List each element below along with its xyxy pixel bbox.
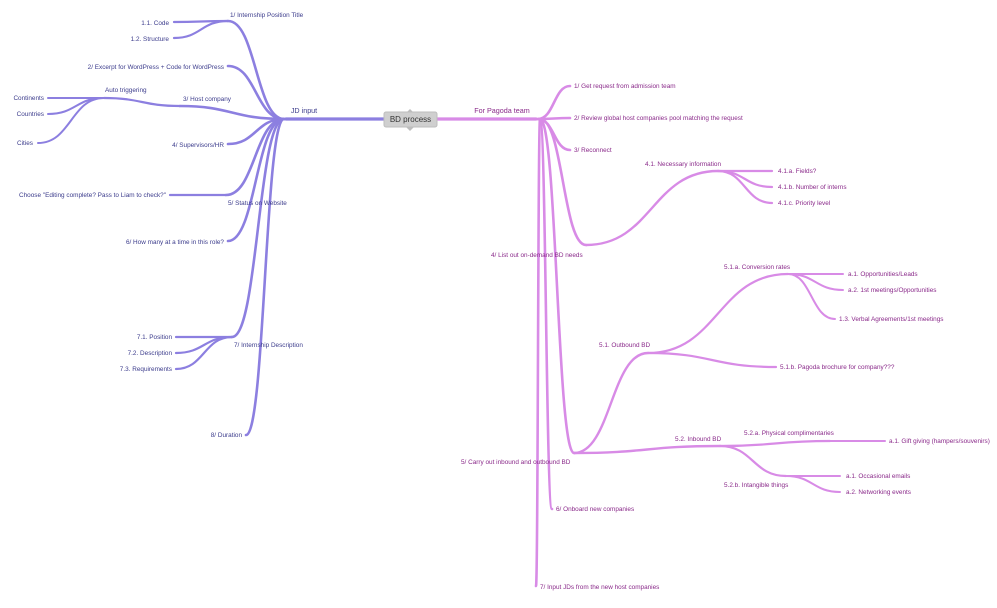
edge-auto-countries	[47, 97, 105, 115]
right-node-r4-1a[interactable]: 4.1.a. Fields?	[778, 168, 817, 175]
left-node-t7[interactable]: 7/ Internship Description	[234, 342, 303, 349]
right-node-r4-1c[interactable]: 4.1.c. Priority level	[778, 200, 830, 207]
right-node-r3[interactable]: 3/ Reconnect	[574, 147, 612, 154]
edge-jd-t7	[230, 117, 286, 339]
edge-pagoda-r7	[534, 117, 542, 588]
left-node-t7-1[interactable]: 7.1. Position	[137, 334, 173, 341]
right-node-r5-1b[interactable]: 5.1.b. Pagoda brochure for company???	[780, 364, 895, 371]
edge-t3-auto	[102, 96, 182, 108]
right-node-r4[interactable]: 4/ List out on-demand BD needs	[491, 252, 583, 259]
right-node-r1[interactable]: 1/ Get request from admission team	[574, 83, 676, 90]
edge-r5-r5-2	[572, 444, 722, 455]
left-node-t1-1[interactable]: 1.1. Code	[141, 20, 169, 27]
edge-r5-r5-1	[572, 351, 650, 455]
edge-r4-1-b	[716, 169, 774, 189]
edge-r5-1-b	[646, 351, 778, 369]
left-node-t3[interactable]: 3/ Host company	[183, 96, 232, 103]
left-node-t4[interactable]: 4/ Supervisors/HR	[172, 142, 224, 149]
edge-jd-t1	[226, 19, 286, 121]
right-node-r5-2b[interactable]: 5.2.b. Intangible things	[724, 482, 788, 489]
mind-map-edges	[37, 19, 886, 588]
left-node-t2[interactable]: 2/ Excerpt for WordPress + Code for Word…	[88, 64, 224, 71]
right-node-r5-1a-a1[interactable]: a.1. Opportunities/Leads	[848, 271, 918, 278]
right-node-r5[interactable]: 5/ Carry out inbound and outbound BD	[461, 459, 571, 466]
right-labels: For Pagoda team 1/ Get request from admi…	[461, 83, 990, 591]
edge-t7-2	[174, 335, 234, 355]
right-node-r2[interactable]: 2/ Review global host companies pool mat…	[574, 115, 743, 122]
right-node-r4-1b[interactable]: 4.1.b. Number of interns	[778, 184, 847, 191]
right-node-r5-1a-13[interactable]: 1.3. Verbal Agreements/1st meetings	[839, 316, 943, 323]
collapse-down-icon	[406, 127, 414, 131]
left-node-t1-2[interactable]: 1.2. Structure	[131, 36, 170, 43]
left-node-t5[interactable]: 5/ Status on Website	[228, 200, 287, 207]
edge-r4-1-c	[716, 169, 774, 205]
edge-auto-cities	[37, 97, 105, 144]
right-node-r5-2b-a1[interactable]: a.1. Occasional emails	[846, 473, 910, 480]
right-node-r5-2a[interactable]: 5.2.a. Physical complimentaries	[744, 430, 834, 437]
right-node-r4-1[interactable]: 4.1. Necessary information	[645, 161, 721, 168]
right-node-r5-2[interactable]: 5.2. Inbound BD	[675, 436, 722, 443]
edge-jd-t3	[178, 104, 286, 121]
left-node-t1[interactable]: 1/ Internship Position Title	[230, 12, 304, 19]
edge-r5-1-a	[646, 272, 790, 355]
left-node-t7-2[interactable]: 7.2. Description	[128, 350, 173, 357]
jd-input-node[interactable]: JD input	[291, 106, 317, 115]
left-node-t8[interactable]: 8/ Duration	[211, 432, 243, 439]
left-node-t6[interactable]: 6/ How many at a time in this role?	[126, 239, 224, 246]
right-node-r5-2a-a1[interactable]: a.1. Gift giving (hampers/souvenirs)	[889, 438, 990, 445]
left-node-t3-continents[interactable]: Continents	[13, 95, 44, 102]
left-node-t3-cities[interactable]: Cities	[17, 140, 33, 147]
pagoda-team-node[interactable]: For Pagoda team	[474, 106, 530, 115]
edge-t7-3	[174, 335, 234, 371]
right-node-r5-1[interactable]: 5.1. Outbound BD	[599, 342, 651, 349]
edge-pagoda-r1	[536, 84, 572, 121]
left-node-t3-countries[interactable]: Countries	[17, 111, 44, 118]
left-node-t5-choose[interactable]: Choose "Editing complete? Pass to Liam t…	[19, 192, 166, 199]
edge-t1-2	[172, 19, 230, 40]
edge-jd-t8	[244, 117, 286, 437]
edge-r5-1a-13	[787, 273, 836, 320]
left-node-t3-auto[interactable]: Auto triggering	[105, 87, 147, 94]
edge-jd-t6	[226, 117, 286, 243]
right-node-r5-1a-a2[interactable]: a.2. 1st meetings/Opportunities	[848, 287, 936, 294]
right-node-r7[interactable]: 7/ Input JDs from the new host companies	[540, 584, 659, 591]
center-node[interactable]: BD process	[383, 109, 438, 131]
edge-r5-2-a	[718, 439, 832, 448]
edge-jd-t2	[226, 64, 286, 121]
left-node-t7-3[interactable]: 7.3. Requirements	[120, 366, 172, 373]
edge-pagoda-r6	[538, 117, 554, 511]
edge-pagoda-r4	[538, 117, 588, 247]
right-node-r5-2b-a2[interactable]: a.2. Networking events	[846, 489, 911, 496]
left-labels: JD input 1/ Internship Position Title 1.…	[13, 12, 317, 439]
edge-r5-2b-a2	[785, 475, 841, 493]
right-node-r5-1a[interactable]: 5.1.a. Conversion rates	[724, 264, 790, 271]
edge-r5-2-b	[718, 444, 788, 478]
edge-r4-r4-1	[584, 169, 720, 247]
edge-pagoda-r5	[538, 117, 576, 455]
center-node-label: BD process	[390, 115, 431, 124]
right-node-r6[interactable]: 6/ Onboard new companies	[556, 506, 634, 513]
